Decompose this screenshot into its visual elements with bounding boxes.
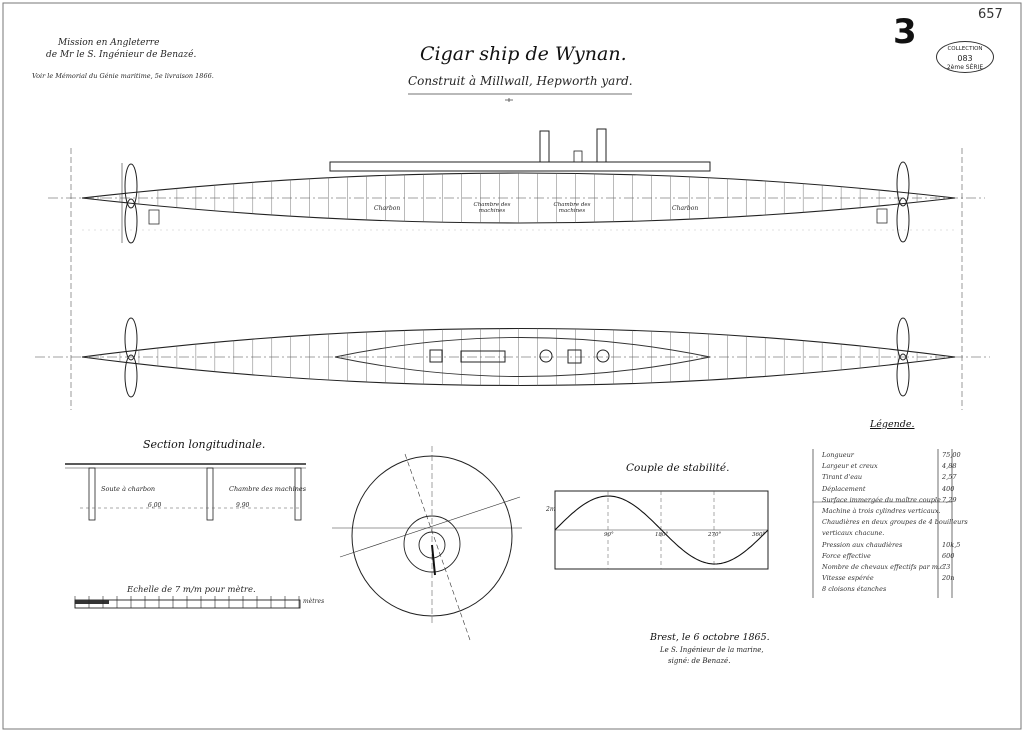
legend-row-value: 75,00 [942, 451, 961, 459]
legend-row-value: 7,29 [942, 495, 957, 504]
signature-place-date: Brest, le 6 octobre 1865. [650, 632, 770, 643]
legend-row-value: 2,57 [942, 473, 957, 482]
legend-row-value: 20n [942, 574, 955, 583]
legend-row-value: 4,88 [942, 462, 957, 471]
page-number: 657 [978, 7, 1003, 22]
scale-bar [74, 596, 301, 609]
stability-curve-chart [554, 490, 769, 570]
header-engineer: de Mr le S. Ingénieur de Benazé. [46, 50, 197, 60]
longitudinal-section [65, 463, 306, 521]
legend-row-value: 400 [942, 484, 955, 493]
stability-title: Couple de stabilité. [626, 462, 730, 474]
stamp-line2: 083 [957, 54, 973, 63]
stability-tick-90: 90° [604, 532, 614, 538]
scale-unit: mètres [303, 598, 325, 605]
legend-row-label: Force effective [822, 551, 871, 560]
stability-circle-diagram [332, 446, 522, 641]
stamp-line1: COLLECTION [947, 46, 983, 52]
legend-table [812, 449, 953, 598]
stamp-line3: 2ème SÉRIE [946, 64, 984, 71]
legend-row-label: Largeur et creux [822, 462, 878, 471]
section-dim-2: 9,90 [236, 502, 250, 509]
legend-row-value: 73 [942, 563, 951, 571]
legend-row-value: 10k,5 [942, 540, 961, 549]
scale-label: Echelle de 7 m/m pour mètre. [127, 585, 256, 595]
header-mission: Mission en Angleterre [58, 38, 160, 48]
stability-tick-180: 180° [655, 532, 669, 538]
section-chambre: Chambre des machines [229, 485, 307, 493]
label-machines-right: Chambre des machines [553, 202, 591, 214]
legend-row-label: Machine à trois cylindres verticaux. [822, 507, 941, 515]
legend-row-label: Tirant d'eau [822, 473, 863, 482]
drawing-title: Cigar ship de Wynan. [420, 43, 627, 65]
label-charbon-right: Charbon [672, 205, 699, 212]
legend-row-label: verticaux chacune. [822, 529, 885, 538]
label-machines-left: Chambre des machines [473, 202, 511, 214]
legend-row-value: 600 [942, 551, 955, 560]
legend-row-label: Chaudières en deux groupes de 4 bouilleu… [822, 518, 968, 527]
legend-row-label: Surface immergée du maître couple [822, 495, 941, 504]
section-title: Section longitudinale. [143, 438, 266, 451]
header-memorial: Voir le Mémorial du Génie maritime, 5e l… [32, 72, 214, 80]
collection-stamp: COLLECTION 083 2ème SÉRIE [936, 41, 994, 73]
legend-row-label: Longueur [822, 451, 854, 459]
stability-tick-360: 360° [752, 532, 766, 538]
section-soute: Soute à charbon [101, 485, 156, 493]
legend-title: Légende. [870, 419, 915, 430]
label-charbon-left: Charbon [374, 205, 401, 212]
section-dim-1: 6,00 [148, 502, 162, 509]
title-ornament [505, 98, 513, 102]
legend-row-label: Pression aux chaudières [822, 540, 903, 549]
legend-row-label: Nombre de chevaux effectifs par m.c. [822, 563, 946, 571]
legend-row-label: Vitesse espérée [822, 574, 874, 583]
legend-row-label: 8 cloisons étanches [822, 585, 887, 594]
stability-tick-270: 270° [708, 532, 722, 538]
hull-plan [35, 317, 990, 398]
sheet-number: 3 [893, 12, 917, 52]
legend-row-label: Déplacement [822, 484, 866, 493]
stability-y-label: 2m [546, 506, 556, 513]
signature-name: signé: de Benazé. [668, 657, 731, 665]
hull-elevation [48, 128, 985, 244]
drawing-subtitle: Construit à Millwall, Hepworth yard. [408, 74, 633, 88]
signature-title: Le S. Ingénieur de la marine, [660, 646, 764, 654]
